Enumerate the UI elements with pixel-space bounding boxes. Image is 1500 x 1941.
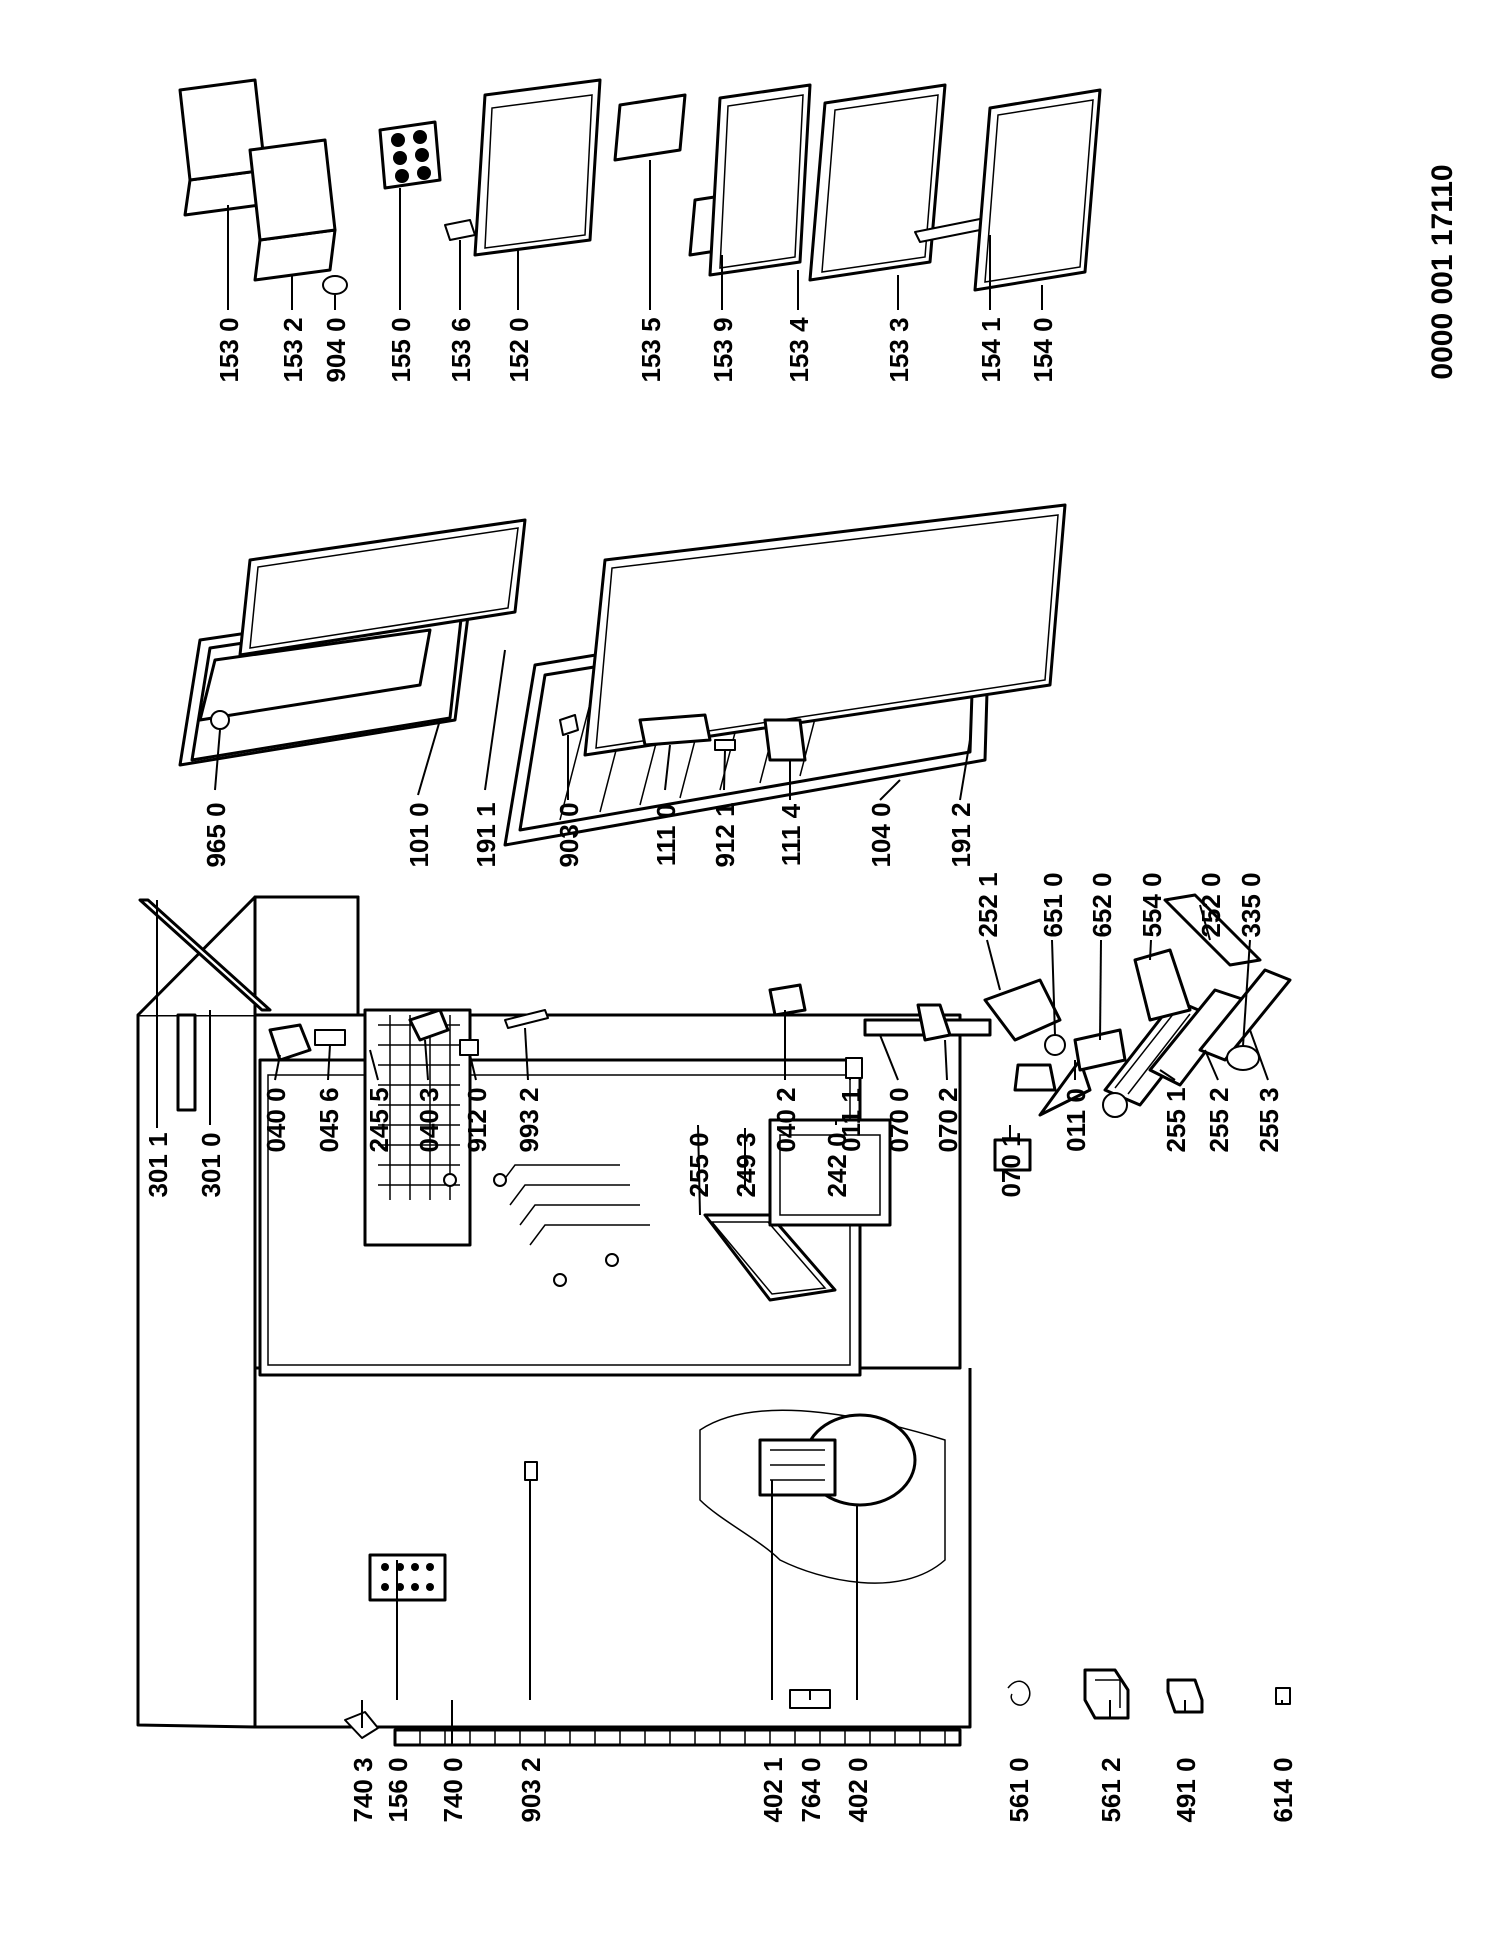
label-045-6: 045 6	[314, 1087, 344, 1152]
cabinet-assembly	[136, 895, 1027, 1747]
label-740-3: 740 3	[348, 1757, 378, 1822]
label-651-0: 651 0	[1038, 872, 1068, 937]
door-small-parts	[210, 710, 807, 762]
label-245-5: 245 5	[364, 1087, 394, 1152]
label-903-2: 903 2	[516, 1757, 546, 1822]
compressor	[758, 1413, 917, 1507]
label-491-0: 491 0	[1171, 1757, 1201, 1822]
label-301-0: 301 0	[196, 1132, 226, 1197]
label-153-9: 153 9	[708, 317, 738, 382]
label-252-0: 252 0	[1196, 872, 1226, 937]
label-740-0: 740 0	[438, 1757, 468, 1822]
label-153-6: 153 6	[446, 317, 476, 382]
freezer-door	[178, 518, 527, 767]
label-154-0: 154 0	[1028, 317, 1058, 382]
label-153-3: 153 3	[884, 317, 914, 382]
label-255-0: 255 0	[684, 1132, 714, 1197]
label-104-0: 104 0	[866, 802, 896, 867]
label-554-0: 554 0	[1137, 872, 1167, 937]
label-255-2: 255 2	[1204, 1087, 1234, 1152]
label-153-0: 153 0	[214, 317, 244, 382]
label-156-0: 156 0	[383, 1757, 413, 1822]
label-154-1: 154 1	[976, 317, 1006, 382]
label-912-1: 912 1	[710, 802, 740, 867]
label-561-2: 561 2	[1096, 1757, 1126, 1822]
label-255-1: 255 1	[1161, 1087, 1191, 1152]
label-402-1: 402 1	[758, 1757, 788, 1822]
label-153-4: 153 4	[784, 317, 814, 383]
ice-tray	[368, 1553, 447, 1602]
glass-shelves	[1103, 968, 1292, 1107]
small-parts	[268, 983, 1291, 1739]
label-101-0: 101 0	[404, 802, 434, 867]
label-070-0: 070 0	[884, 1087, 914, 1152]
label-040-0: 040 0	[261, 1087, 291, 1152]
label-903-0: 903 0	[554, 802, 584, 867]
label-993-2: 993 2	[514, 1087, 544, 1152]
label-912-0: 912 0	[462, 1087, 492, 1152]
label-191-2: 191 2	[946, 802, 976, 867]
label-111-0: 111 0	[651, 804, 681, 866]
evaporator-grid	[378, 1015, 460, 1200]
door-bins	[178, 78, 1102, 295]
label-402-0: 402 0	[843, 1757, 873, 1822]
label-764-0: 764 0	[796, 1757, 826, 1822]
label-335-0: 335 0	[1236, 872, 1266, 937]
label-152-0: 152 0	[504, 317, 534, 382]
label-965-0: 965 0	[201, 802, 231, 867]
label-561-0: 561 0	[1004, 1757, 1034, 1822]
leader-lines	[156, 160, 1283, 1745]
label-614-0: 614 0	[1268, 1757, 1298, 1822]
label-252-1: 252 1	[973, 872, 1003, 937]
label-904-0: 904 0	[321, 317, 351, 382]
label-255-3: 255 3	[1254, 1087, 1284, 1152]
label-070-1: 070 1	[996, 1132, 1026, 1197]
label-011-0: 011 0	[1061, 1088, 1091, 1152]
label-652-0: 652 0	[1087, 872, 1117, 937]
label-040-3: 040 3	[414, 1087, 444, 1152]
drawing-number: 0000 001 17110	[1426, 164, 1459, 379]
label-155-0: 155 0	[386, 317, 416, 382]
condenser-coil	[393, 1728, 962, 1747]
label-153-5: 153 5	[636, 317, 666, 382]
label-301-1: 301 1	[143, 1132, 173, 1197]
label-040-2: 040 2	[771, 1087, 801, 1152]
label-249-3: 249 3	[731, 1132, 761, 1197]
label-070-2: 070 2	[933, 1087, 963, 1152]
label-111-4: 111 4	[776, 803, 806, 866]
fridge-door	[503, 503, 1067, 847]
label-191-1: 191 1	[471, 802, 501, 867]
label-153-2: 153 2	[278, 317, 308, 382]
label-011-1: 011 1	[836, 1088, 866, 1152]
label-242-0: 242 0	[822, 1132, 852, 1197]
